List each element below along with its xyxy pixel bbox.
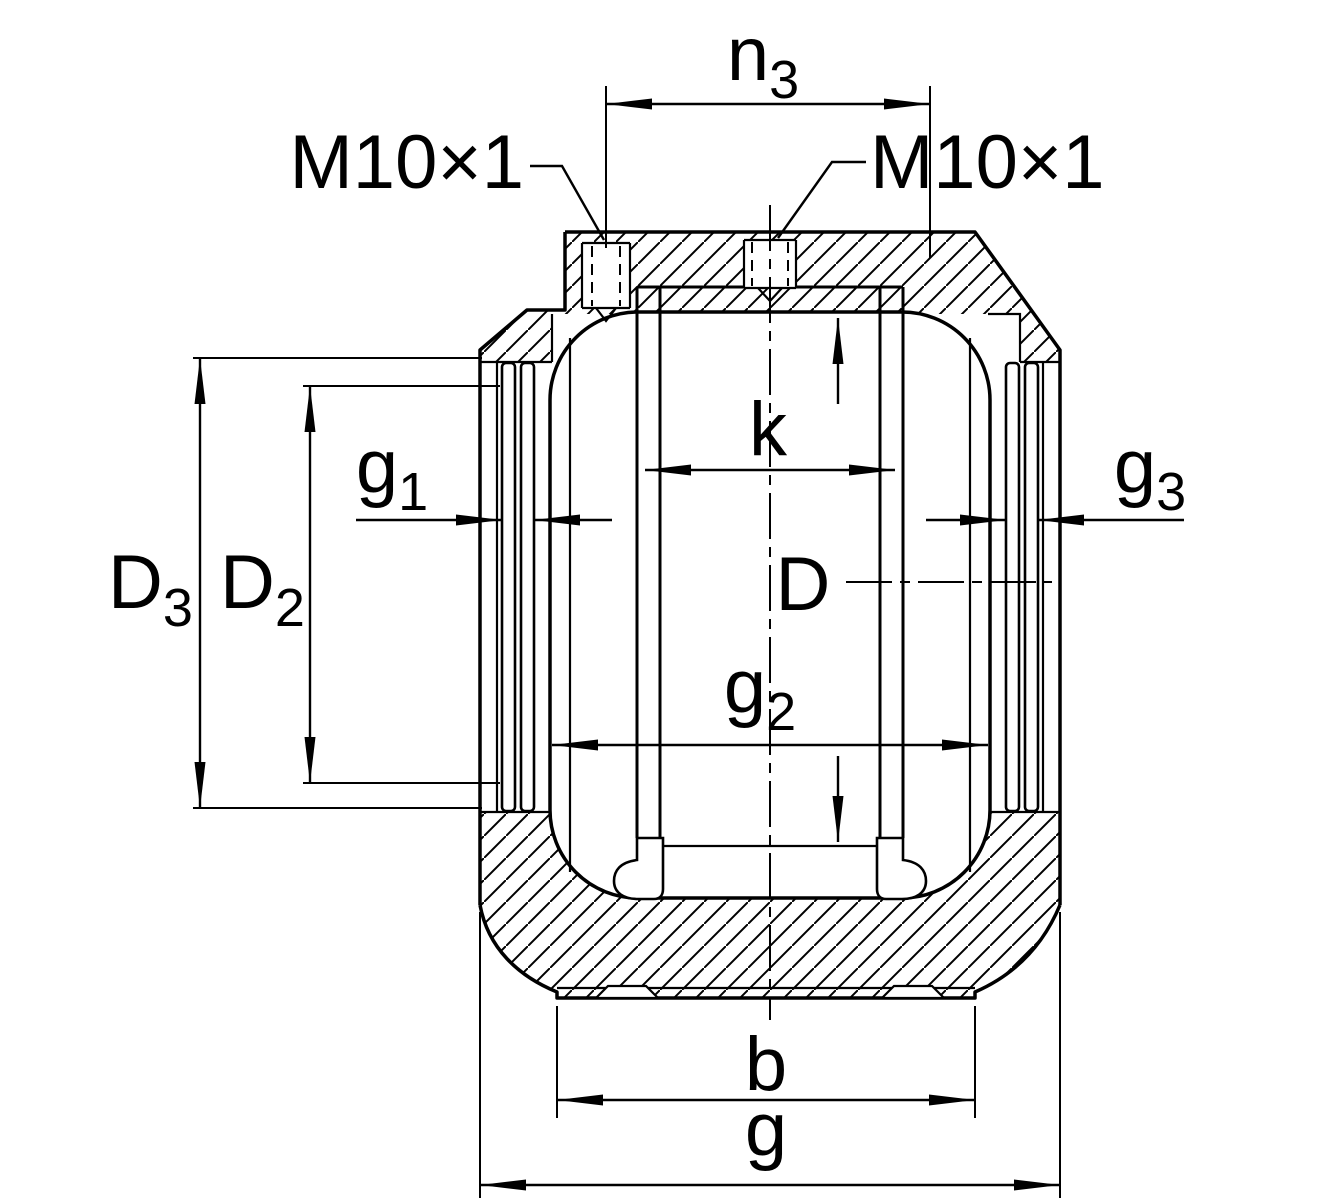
label-g2: g2 — [724, 644, 796, 742]
label-g1-main: g — [356, 424, 398, 509]
inner-ring-faces — [635, 287, 905, 838]
label-d3: D3 — [108, 540, 193, 638]
outer-ring-face-grooves — [568, 338, 972, 872]
label-d2-sub: 2 — [275, 578, 305, 638]
label-d3-sub: 3 — [163, 578, 193, 638]
label-d: D — [776, 542, 831, 627]
label-n3: n3 — [727, 12, 799, 110]
dimension-n3 — [605, 86, 931, 258]
seal-ring-right-outer — [1023, 361, 1040, 813]
base-slot-left — [593, 984, 661, 1000]
label-n3-main: n — [727, 12, 769, 97]
label-m10-left: M10×1 — [290, 120, 525, 205]
label-g3-sub: 3 — [1156, 462, 1186, 522]
label-g3: g3 — [1114, 424, 1186, 522]
label-m10-right: M10×1 — [870, 120, 1105, 205]
thread-hole-left-cone — [595, 307, 617, 323]
locating-hook-left — [612, 836, 665, 901]
label-g2-main: g — [724, 644, 766, 729]
label-g1-sub: 1 — [398, 462, 428, 522]
thread-hole-center-thread — [751, 242, 789, 286]
bottom-section-hatch — [480, 812, 1060, 998]
dimension-b — [556, 1006, 976, 1118]
locating-hook-right — [875, 836, 928, 901]
seal-ring-right-inner — [1004, 361, 1021, 813]
seal-ring-left-outer — [500, 361, 517, 813]
label-g3-main: g — [1114, 424, 1156, 509]
dimensions — [193, 86, 1184, 1198]
dimension-d3 — [193, 357, 482, 809]
housing-bottom-outline — [478, 904, 1062, 1000]
m10-left-leader — [530, 164, 606, 241]
label-g1: g1 — [356, 424, 428, 522]
labels: n3 M10×1 M10×1 k g1 g3 D3 D2 D g2 b g — [108, 12, 1186, 1172]
housing-bore-walls — [495, 362, 1045, 811]
label-d2: D2 — [220, 540, 305, 638]
label-d2-main: D — [220, 540, 275, 625]
base-slot-right — [879, 984, 947, 1000]
label-d3-main: D — [108, 540, 163, 625]
label-g: g — [745, 1087, 787, 1172]
flange-underside-right — [988, 312, 1022, 362]
thread-hole-center-outline — [742, 238, 798, 290]
lubrication-thread-holes — [580, 236, 931, 323]
label-g2-sub: 2 — [766, 682, 796, 742]
label-k: k — [749, 387, 788, 472]
m10-right-leader — [777, 160, 866, 239]
label-n3-sub: 3 — [769, 50, 799, 110]
thread-hole-left-thread — [591, 246, 621, 306]
seal-ring-left-inner — [519, 361, 536, 813]
housing-left-outline — [478, 232, 567, 905]
centerlines — [769, 205, 1052, 1020]
label-b: b — [745, 1022, 787, 1107]
thread-hole-left-outline — [580, 241, 632, 310]
dimension-d2 — [303, 385, 500, 784]
dimension-g — [479, 912, 1061, 1198]
